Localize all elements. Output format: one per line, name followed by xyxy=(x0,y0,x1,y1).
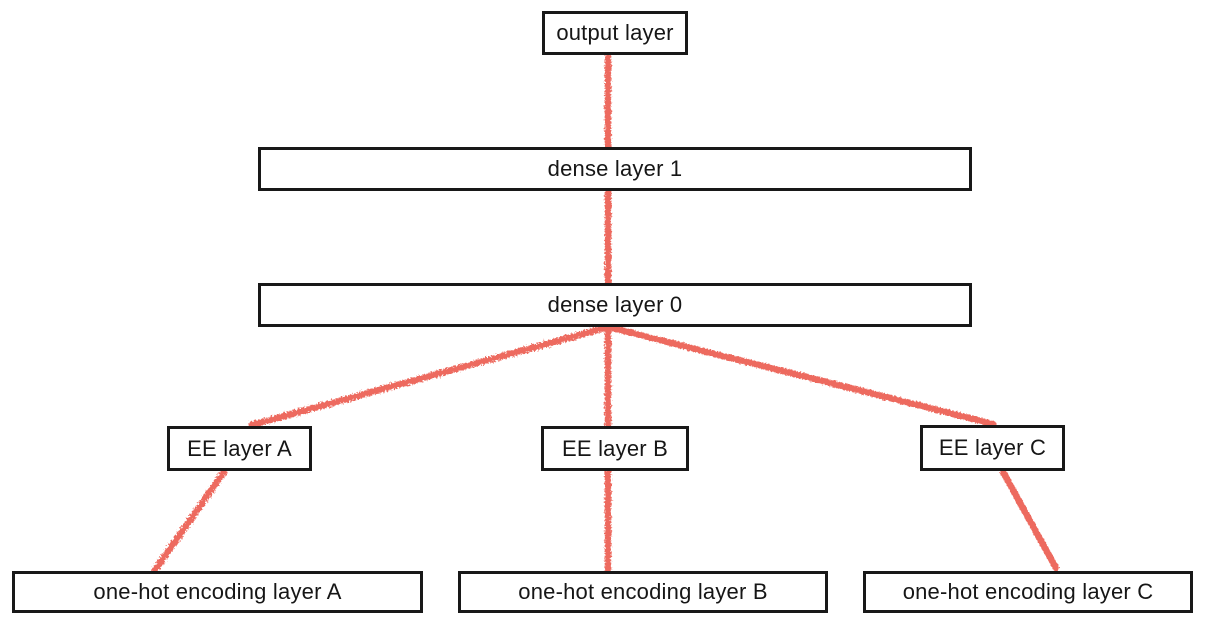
node-ee-layer-b: EE layer B xyxy=(541,426,689,471)
edge-dense-layer-0-to-ee-layer-c xyxy=(604,323,997,428)
edge-ee-layer-c-to-one-hot-encoding-layer-c xyxy=(999,468,1060,572)
node-dense-layer-0: dense layer 0 xyxy=(258,283,972,327)
node-ee-layer-c: EE layer C xyxy=(920,425,1065,471)
node-ee-layer-a: EE layer A xyxy=(167,426,312,471)
node-one-hot-encoding-layer-a: one-hot encoding layer A xyxy=(12,571,423,613)
edge-dense-layer-0-to-ee-layer-a xyxy=(248,323,612,429)
node-output-layer: output layer xyxy=(542,11,688,55)
node-dense-layer-1: dense layer 1 xyxy=(258,147,972,191)
node-one-hot-encoding-layer-c: one-hot encoding layer C xyxy=(863,571,1193,613)
edge-group xyxy=(151,52,1060,575)
edge-ee-layer-a-to-one-hot-encoding-layer-a xyxy=(151,468,228,574)
node-one-hot-encoding-layer-b: one-hot encoding layer B xyxy=(458,571,828,613)
